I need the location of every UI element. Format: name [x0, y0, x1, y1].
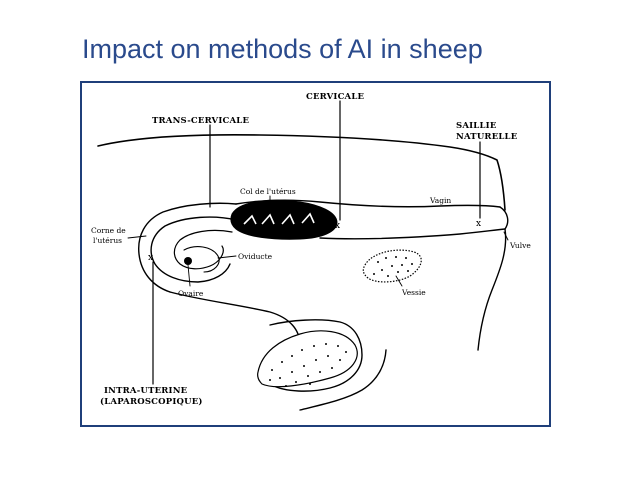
udder-outline — [269, 319, 363, 392]
ovary — [184, 257, 192, 265]
oviduct — [183, 246, 220, 273]
body-upper-left — [138, 202, 237, 293]
pointer-vulve — [503, 231, 509, 241]
slide-title: Impact on methods of AI in sheep — [82, 34, 483, 64]
label-saillie-line1: SAILLIE — [456, 121, 497, 131]
label-cervicale: CERVICALE — [306, 92, 365, 102]
saillie-x-mark: x — [476, 219, 481, 229]
udder — [257, 330, 358, 388]
label-vulve: Vulve — [509, 241, 531, 250]
cervicale-x-mark: x — [335, 221, 340, 231]
udder-stipple — [269, 343, 347, 387]
cervix-rings — [243, 212, 315, 225]
label-intra-line2: (LAPAROSCOPIQUE) — [100, 396, 203, 407]
pointer-vessie — [395, 275, 403, 287]
uterine-horn-inner — [173, 229, 233, 270]
rear-outline — [477, 228, 507, 351]
label-trans-cervicale: TRANS-CERVICALE — [152, 116, 249, 126]
horn-x-mark: x — [148, 253, 153, 263]
label-saillie-line2: NATURELLE — [456, 132, 518, 142]
pointer-ovaire — [187, 264, 191, 287]
label-col-uterus: Col de l'utérus — [240, 187, 296, 196]
label-corne-line1: Corne de — [91, 226, 126, 235]
bladder-stipple — [373, 256, 413, 277]
label-ovaire: Ovaire — [178, 289, 204, 298]
label-vagin: Vagin — [429, 196, 451, 205]
label-intra-line1: INTRA-UTERINE — [104, 386, 188, 396]
horn-tip-curl — [209, 245, 224, 267]
ventral-outline — [169, 291, 301, 346]
label-corne-line2: l'utérus — [93, 236, 122, 245]
hind-leg-outline — [299, 349, 387, 411]
pointer-corne — [127, 235, 147, 239]
cervix-shape — [230, 199, 338, 240]
back-outline — [97, 133, 506, 211]
pointer-oviducte — [217, 255, 237, 259]
uterine-horn-outer — [150, 216, 237, 283]
vulva-shape — [499, 206, 509, 230]
tract-bottom — [319, 228, 506, 240]
label-oviducte: Oviducte — [238, 252, 273, 261]
label-vessie: Vessie — [401, 288, 426, 297]
